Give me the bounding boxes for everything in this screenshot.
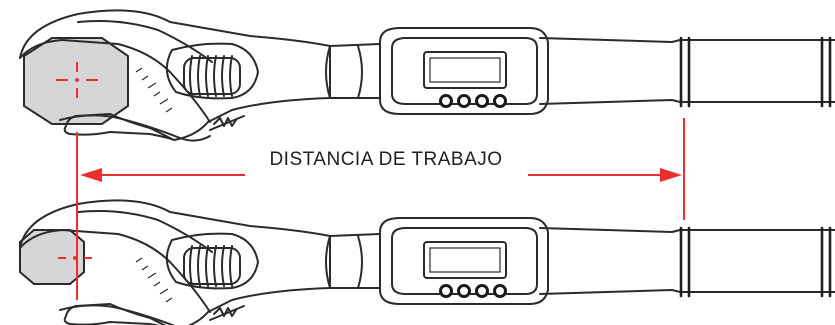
working-distance-label: DISTANCIA DE TRABAJO xyxy=(269,149,502,170)
top-nut-crosshair-icon xyxy=(56,62,98,98)
bottom-hex-nut xyxy=(19,229,85,285)
bottom-wrench xyxy=(18,199,835,325)
working-distance-dimension: DISTANCIA DE TRABAJO xyxy=(76,118,685,300)
top-wrench-outline xyxy=(18,9,835,142)
right-arrowhead-icon xyxy=(660,168,682,182)
left-arrowhead-icon xyxy=(80,168,102,182)
bottom-wrench-outline xyxy=(18,199,835,325)
top-wrench xyxy=(18,9,835,142)
